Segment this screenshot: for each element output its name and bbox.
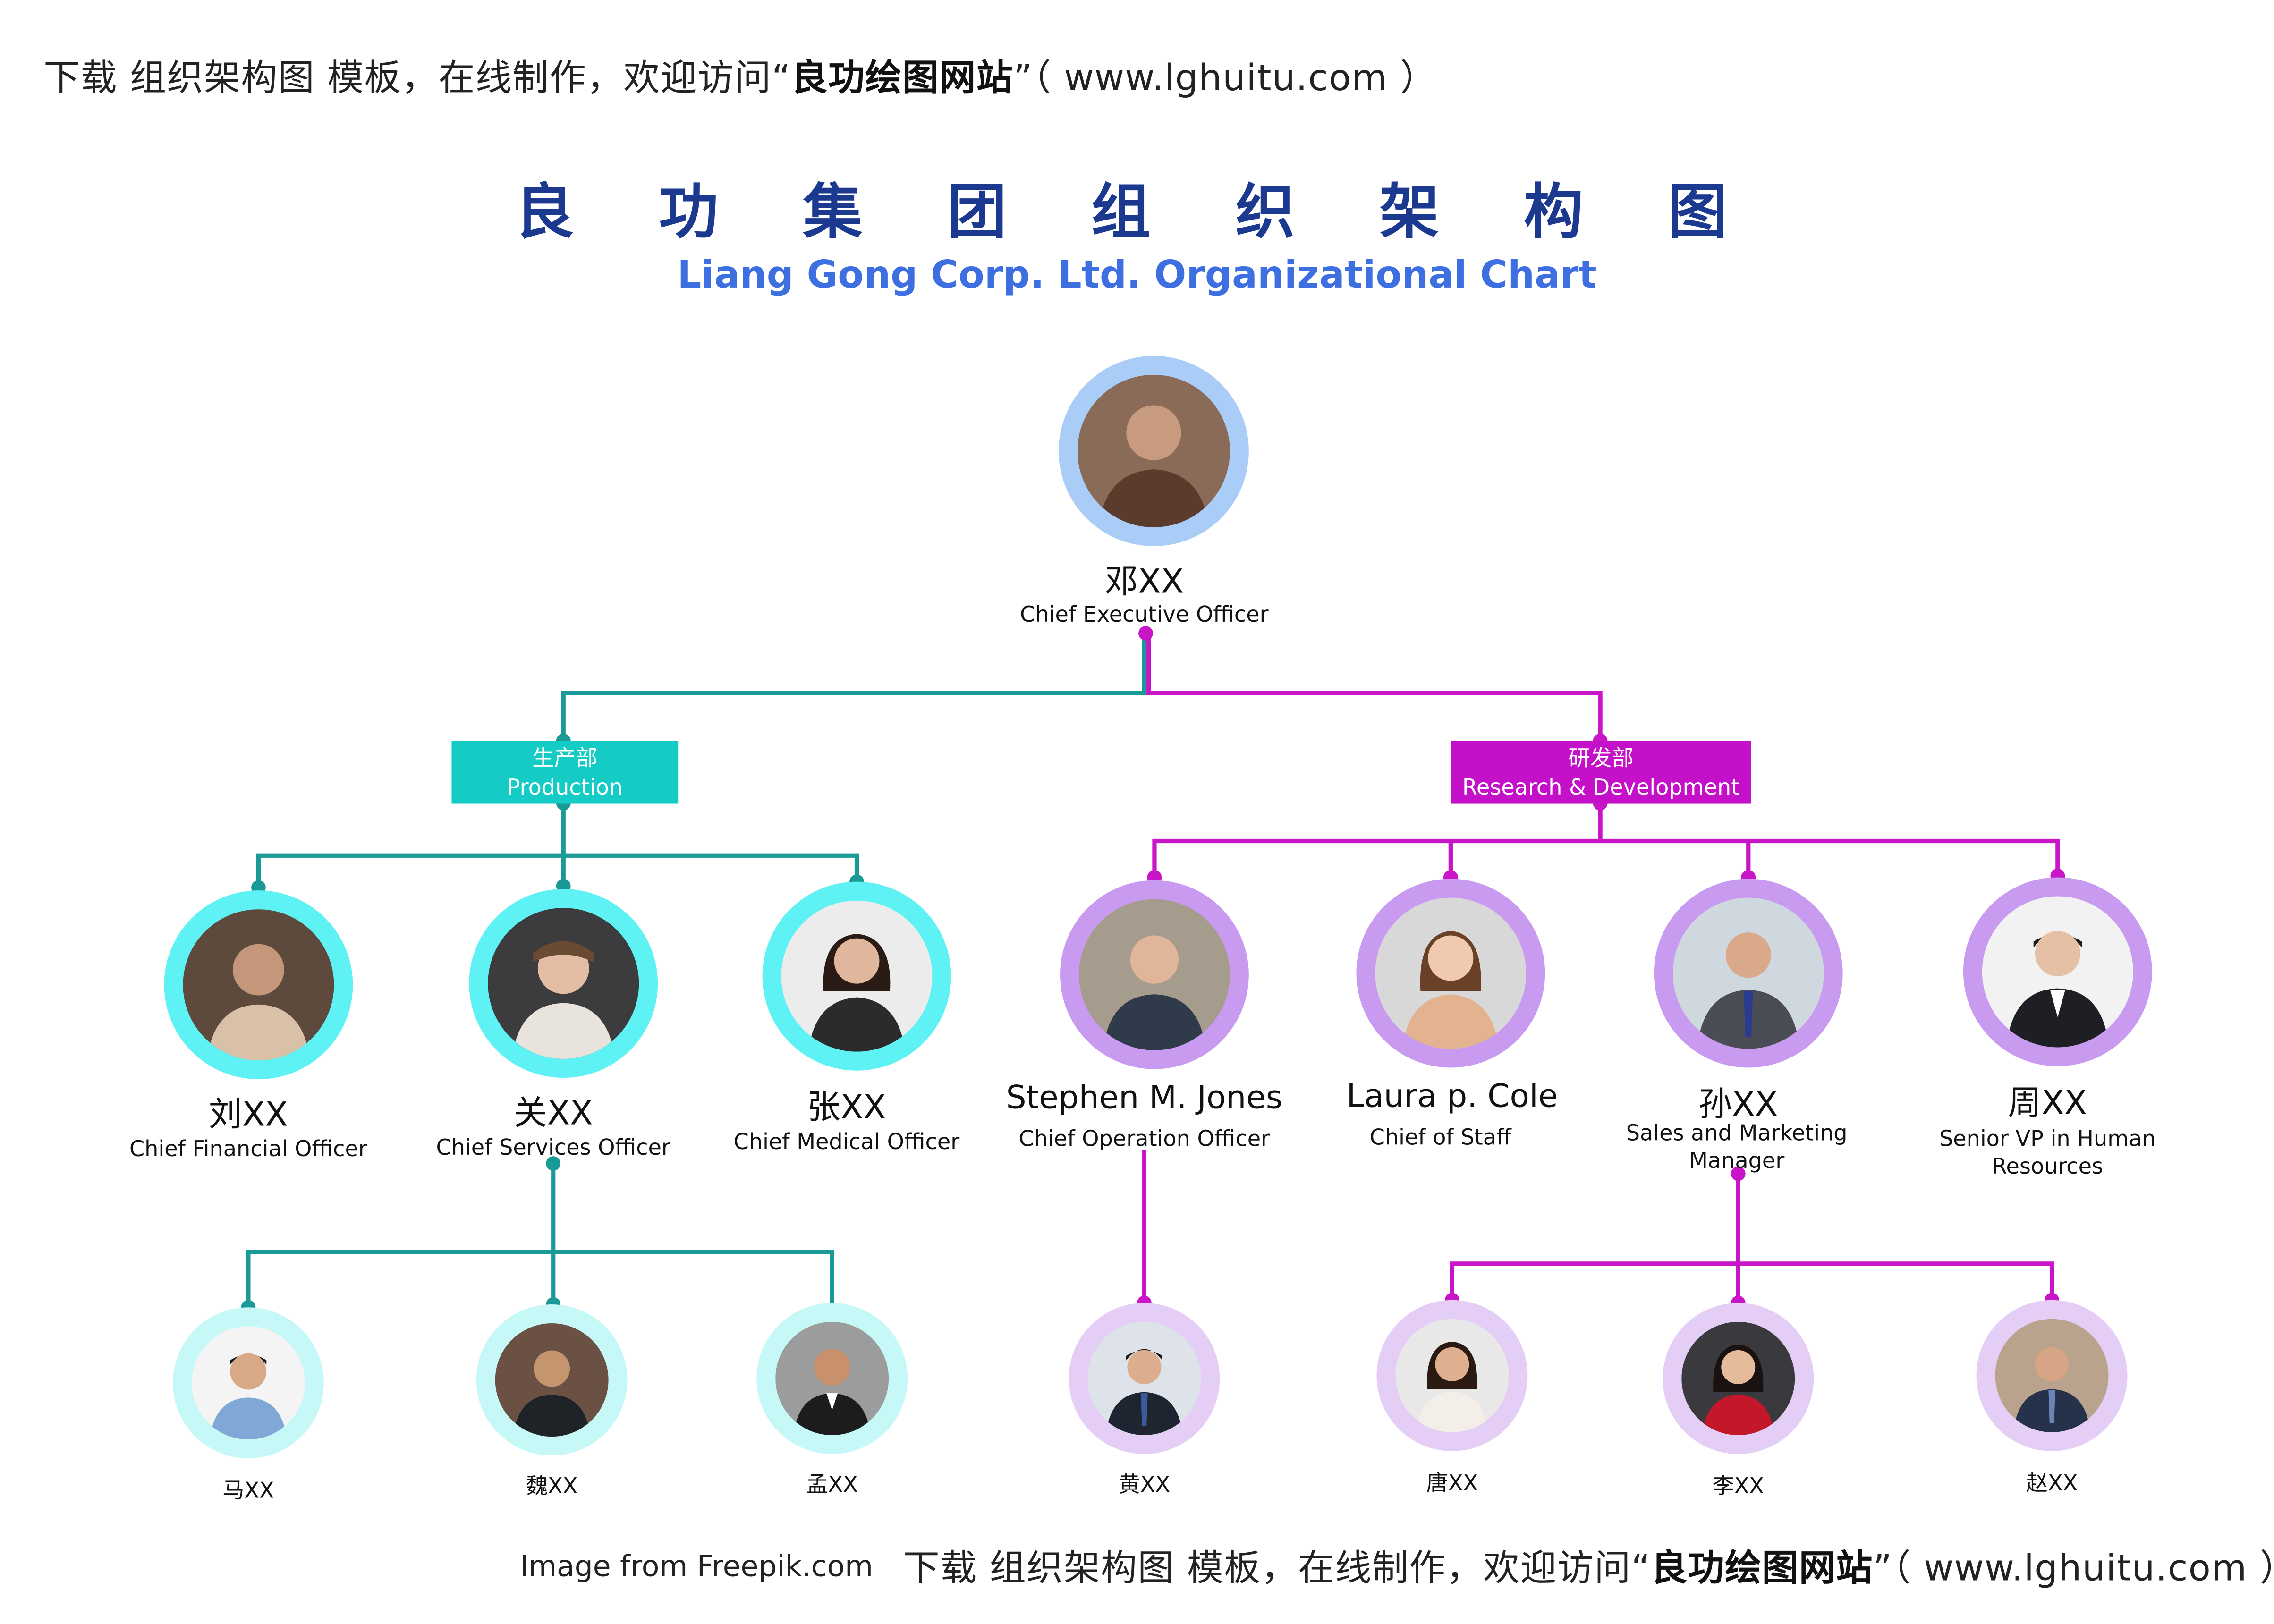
- report-avatar-ma[interactable]: [172, 1307, 324, 1459]
- report-name-li: 李XX: [1712, 1472, 1764, 1499]
- ceo-to-production-line: [561, 633, 1147, 741]
- staff-avatar-stephen[interactable]: [1060, 880, 1249, 1069]
- person-avatar: [1672, 897, 1824, 1049]
- banner-site-name[interactable]: 良功绘图网站: [791, 56, 1014, 99]
- report-avatar-zhao[interactable]: [1976, 1300, 2128, 1451]
- banner-suffix[interactable]: ”（ www.lghuitu.com ）: [1873, 1547, 2274, 1590]
- staff-name-sun: 孙XX: [1698, 1086, 1778, 1125]
- junction-dot: [1138, 626, 1153, 641]
- junction-dot: [1731, 1166, 1746, 1181]
- production-bus: [256, 853, 859, 888]
- ceo-role: Chief Executive Officer: [1020, 601, 1269, 628]
- staff-name-stephen: Stephen M. Jones: [1006, 1081, 1283, 1117]
- staff-name-zhang: 张XX: [807, 1089, 886, 1127]
- staff-avatar-guan[interactable]: [469, 889, 658, 1078]
- chart-title-en: Liang Gong Corp. Ltd. Organizational Cha…: [677, 254, 1597, 298]
- report-name-ma: 马XX: [222, 1477, 274, 1504]
- report-name-wei: 魏XX: [526, 1472, 578, 1499]
- staff-avatar-laura[interactable]: [1356, 879, 1545, 1068]
- report-avatar-meng[interactable]: [756, 1303, 908, 1454]
- ceo-name: 邓XX: [1104, 563, 1184, 601]
- department-rnd[interactable]: 研发部 Research & Development: [1451, 741, 1751, 804]
- report-avatar-tang[interactable]: [1376, 1300, 1528, 1451]
- sun-bus: [1450, 1261, 2054, 1300]
- person-avatar: [1077, 374, 1230, 527]
- report-name-huang: 黄XX: [1118, 1471, 1171, 1498]
- person-avatar: [1395, 1319, 1509, 1432]
- staff-role-laura: Chief of Staff: [1369, 1124, 1511, 1150]
- staff-name-zhou: 周XX: [2008, 1085, 2087, 1123]
- person-avatar: [495, 1323, 609, 1437]
- staff-avatar-liu[interactable]: [164, 890, 353, 1080]
- junction-dot: [546, 1156, 561, 1171]
- staff-role-liu: Chief Financial Officer: [129, 1136, 367, 1162]
- staff-role-stephen: Chief Operation Officer: [1018, 1125, 1270, 1152]
- department-label-cn: 生产部: [532, 744, 598, 771]
- person-avatar: [1375, 897, 1527, 1049]
- person-avatar: [1995, 1319, 2109, 1432]
- person-avatar: [191, 1326, 305, 1440]
- person-avatar: [1087, 1321, 1201, 1435]
- report-avatar-li[interactable]: [1663, 1303, 1814, 1454]
- staff-avatar-zhang[interactable]: [762, 881, 951, 1071]
- report-name-zhao: 赵XX: [2026, 1470, 2078, 1497]
- department-production[interactable]: 生产部 Production: [451, 741, 679, 804]
- ceo-to-rnd-line: [1146, 633, 1603, 741]
- department-label-en: Research & Development: [1462, 773, 1740, 800]
- department-label-en: Production: [507, 773, 623, 800]
- banner-suffix[interactable]: ”（ www.lghuitu.com ）: [1013, 56, 1437, 99]
- guan-bus: [246, 1250, 834, 1322]
- image-credit: Image from Freepik.com: [519, 1548, 874, 1583]
- person-avatar: [781, 900, 933, 1052]
- department-label-cn: 研发部: [1568, 744, 1634, 771]
- top-banner: 下载 组织架构图 模板，在线制作，欢迎访问“良功绘图网站”（ www.lghui…: [43, 50, 1437, 102]
- banner-prefix: 下载 组织架构图 模板，在线制作，欢迎访问“: [903, 1547, 1651, 1590]
- staff-role-sun: Sales and Marketing Manager: [1626, 1120, 1848, 1174]
- chart-title-cn: 良 功 集 团 组 织 架 构 图: [514, 177, 1760, 247]
- person-avatar: [1079, 899, 1230, 1050]
- person-avatar: [1681, 1321, 1795, 1435]
- person-avatar: [1982, 896, 2133, 1048]
- person-avatar: [183, 909, 334, 1061]
- staff-name-laura: Laura p. Cole: [1346, 1079, 1558, 1116]
- rnd-bus: [1152, 838, 2060, 878]
- banner-prefix: 下载 组织架构图 模板，在线制作，欢迎访问“: [43, 56, 791, 99]
- staff-role-zhou: Senior VP in Human Resources: [1939, 1125, 2156, 1179]
- report-avatar-huang[interactable]: [1069, 1303, 1220, 1454]
- staff-name-liu: 刘XX: [209, 1097, 288, 1135]
- report-avatar-wei[interactable]: [476, 1304, 628, 1456]
- report-name-meng: 孟XX: [806, 1471, 858, 1498]
- staff-role-guan: Chief Services Officer: [436, 1134, 670, 1161]
- person-avatar: [775, 1321, 889, 1435]
- person-avatar: [488, 908, 639, 1059]
- report-name-tang: 唐XX: [1426, 1470, 1478, 1497]
- staff-role-zhang: Chief Medical Officer: [733, 1128, 960, 1155]
- staff-avatar-sun[interactable]: [1654, 879, 1843, 1068]
- bottom-banner: 下载 组织架构图 模板，在线制作，欢迎访问“良功绘图网站”（ www.lghui…: [903, 1540, 2274, 1592]
- staff-avatar-zhou[interactable]: [1963, 877, 2152, 1066]
- ceo-avatar[interactable]: [1058, 355, 1249, 546]
- staff-name-guan: 关XX: [513, 1095, 593, 1133]
- banner-site-name[interactable]: 良功绘图网站: [1651, 1547, 1873, 1590]
